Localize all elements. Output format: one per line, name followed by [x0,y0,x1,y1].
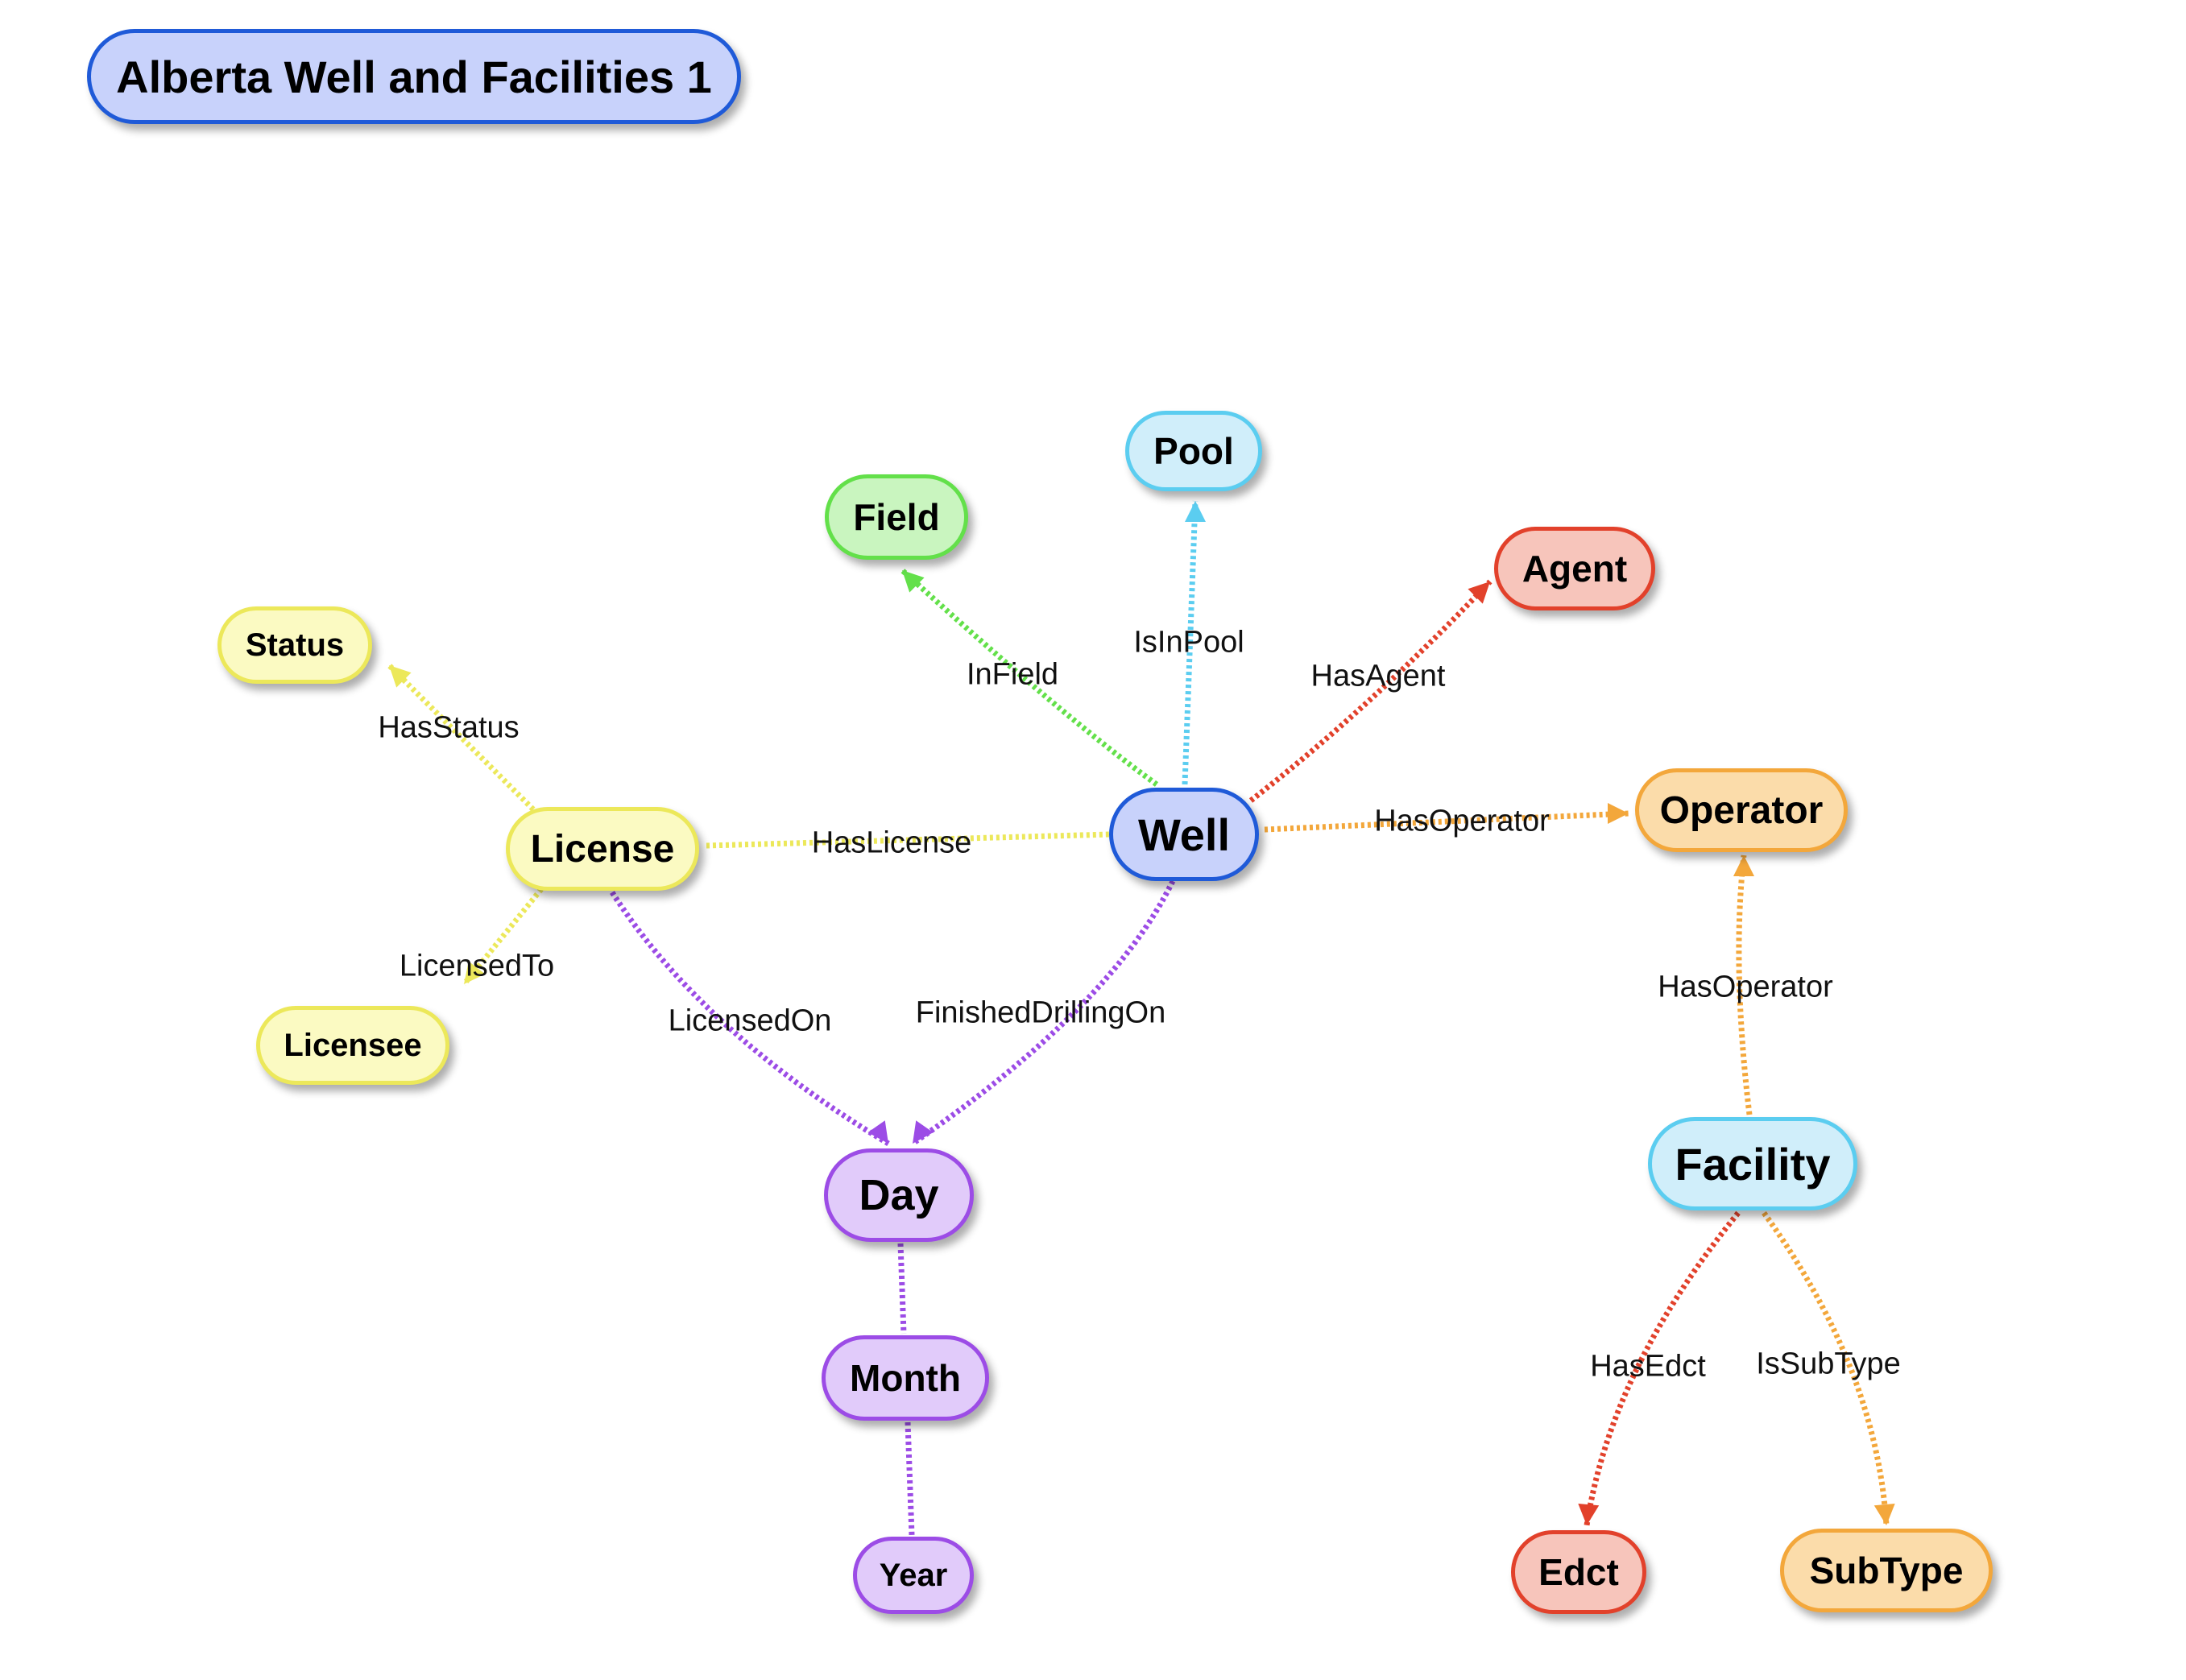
arrowhead [1578,1503,1600,1525]
edge-label-finisheddrillingon: FinishedDrillingOn [915,995,1166,1030]
edge-label-hasoperator-well: HasOperator [1374,804,1550,838]
edge-line [1762,1210,1890,1526]
edge-licensedon [610,891,890,1146]
arrowhead [1873,1503,1895,1525]
edge-line [1264,810,1629,833]
edge-line [905,1421,915,1536]
node-day[interactable]: Day [824,1148,974,1242]
arrowhead [913,1120,934,1144]
edge-issubtype [1762,1210,1895,1526]
edge-hasoperator-facility [1733,854,1754,1115]
edge-label-hasagent: HasAgent [1310,659,1446,693]
edge-label-hasstatus: HasStatus [378,710,520,745]
edge-label-infield: InField [966,657,1059,692]
edge-licensedto [462,887,544,987]
node-field[interactable]: Field [825,474,968,560]
arrowhead [464,961,486,984]
node-well[interactable]: Well [1109,788,1259,881]
node-pool[interactable]: Pool [1125,411,1262,491]
node-status[interactable]: Status [217,606,372,684]
edge-hasoperator-well [1264,803,1629,833]
edge-day-month [897,1243,907,1334]
node-edct[interactable]: Edct [1511,1530,1646,1614]
arrowhead [1185,501,1206,522]
arrowhead [867,1120,888,1144]
edge-line [911,879,1176,1146]
edge-line [706,831,1111,849]
edge-isinpool [1182,500,1206,785]
edge-finisheddrillingon [911,879,1176,1146]
edge-hasstatus [387,663,536,812]
edge-label-issubtype: IsSubType [1756,1347,1901,1381]
edge-hasedct [1578,1210,1741,1526]
node-year[interactable]: Year [853,1537,974,1614]
edge-label-hasedct: HasEdct [1590,1349,1706,1384]
edge-label-isinpool: IsInPool [1133,625,1244,660]
arrowhead [1608,803,1629,824]
edge-line [897,1243,907,1334]
arrowhead [902,570,925,593]
edge-label-hasoperator-facility: HasOperator [1658,970,1833,1004]
node-operator[interactable]: Operator [1635,768,1848,852]
node-licensee[interactable]: Licensee [256,1006,449,1085]
node-subtype[interactable]: SubType [1780,1529,1993,1612]
edge-line [1248,579,1493,803]
edge-label-haslicense: HasLicense [811,826,972,860]
edge-line [387,663,536,812]
edge-line [1182,500,1199,785]
edge-label-licensedon: LicensedOn [668,1003,832,1038]
edge-label-licensedto: LicensedTo [399,949,555,983]
arrowhead [1733,855,1754,876]
arrowhead [389,665,412,688]
node-agent[interactable]: Agent [1494,527,1655,610]
edge-line [1584,1210,1741,1526]
edge-line [462,887,544,987]
edge-month-year [905,1421,915,1536]
edge-hasagent [1248,579,1493,803]
node-facility[interactable]: Facility [1648,1117,1857,1210]
edge-infield [900,568,1159,787]
node-license[interactable]: License [506,807,699,891]
node-month[interactable]: Month [822,1335,989,1421]
edge-line [900,568,1159,787]
diagram-title: Alberta Well and Facilities 1 [87,29,741,124]
edge-haslicense [706,831,1111,849]
arrowhead [1468,581,1490,604]
edge-line [610,891,890,1146]
